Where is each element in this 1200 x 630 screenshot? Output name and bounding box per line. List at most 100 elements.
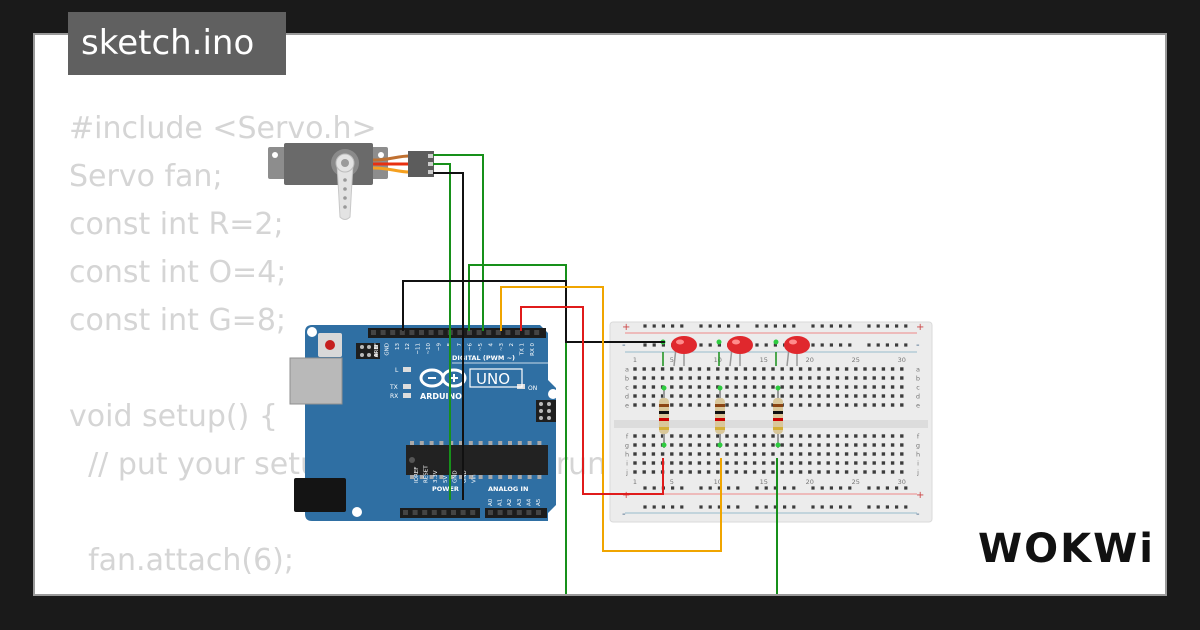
breadboard-hole[interactable]	[688, 385, 692, 389]
rail-hole[interactable]	[867, 505, 871, 509]
breadboard-hole[interactable]	[762, 434, 766, 438]
breadboard-hole[interactable]	[697, 394, 702, 398]
rail-hole[interactable]	[708, 505, 712, 509]
breadboard-hole[interactable]	[706, 461, 711, 465]
breadboard-hole[interactable]	[872, 443, 876, 447]
breadboard-hole[interactable]	[752, 470, 757, 474]
breadboard-hole[interactable]	[633, 470, 637, 474]
breadboard-hole[interactable]	[844, 376, 849, 380]
rail-hole[interactable]	[727, 505, 731, 509]
breadboard-hole[interactable]	[697, 452, 702, 456]
breadboard-hole[interactable]	[743, 367, 748, 371]
breadboard-hole[interactable]	[817, 403, 821, 407]
rail-hole[interactable]	[773, 343, 777, 347]
rail-hole[interactable]	[764, 324, 768, 328]
breadboard-hole[interactable]	[808, 394, 812, 398]
breadboard-hole[interactable]	[743, 443, 748, 447]
rail-hole[interactable]	[764, 505, 768, 509]
breadboard-hole[interactable]	[789, 394, 794, 398]
resistor[interactable]	[659, 385, 669, 449]
breadboard-hole[interactable]	[817, 452, 821, 456]
breadboard-hole[interactable]	[789, 434, 794, 438]
rail-hole[interactable]	[680, 505, 684, 509]
breadboard-hole[interactable]	[642, 367, 646, 371]
rail-hole[interactable]	[661, 505, 665, 509]
breadboard-hole[interactable]	[789, 461, 794, 465]
breadboard-hole[interactable]	[835, 443, 840, 447]
breadboard-hole[interactable]	[863, 461, 867, 465]
red-led[interactable]	[773, 336, 811, 367]
breadboard-hole[interactable]	[872, 452, 876, 456]
rail-hole[interactable]	[839, 486, 843, 490]
breadboard-hole[interactable]	[872, 461, 876, 465]
breadboard-hole[interactable]	[725, 434, 729, 438]
breadboard-hole[interactable]	[900, 394, 904, 398]
breadboard-hole[interactable]	[762, 461, 766, 465]
breadboard-hole[interactable]	[651, 461, 656, 465]
breadboard-hole[interactable]	[872, 367, 876, 371]
breadboard-hole[interactable]	[844, 385, 849, 389]
breadboard-hole[interactable]	[817, 394, 821, 398]
breadboard-hole[interactable]	[660, 376, 665, 380]
breadboard-hole[interactable]	[854, 461, 858, 465]
breadboard-hole[interactable]	[670, 452, 674, 456]
rail-hole[interactable]	[839, 343, 843, 347]
rail-hole[interactable]	[708, 343, 712, 347]
breadboard-hole[interactable]	[798, 443, 803, 447]
breadboard-hole[interactable]	[789, 367, 794, 371]
breadboard-hole[interactable]	[706, 403, 711, 407]
breadboard-hole[interactable]	[798, 403, 803, 407]
breadboard-hole[interactable]	[854, 367, 858, 371]
rail-hole[interactable]	[904, 343, 908, 347]
breadboard-hole[interactable]	[743, 403, 748, 407]
breadboard-hole[interactable]	[734, 376, 738, 380]
breadboard-hole[interactable]	[780, 394, 784, 398]
rail-hole[interactable]	[680, 486, 684, 490]
breadboard-hole[interactable]	[881, 385, 886, 389]
breadboard-hole[interactable]	[752, 385, 757, 389]
rail-hole[interactable]	[717, 324, 721, 328]
rail-hole[interactable]	[848, 486, 852, 490]
rail-hole[interactable]	[783, 505, 787, 509]
rail-hole[interactable]	[708, 324, 712, 328]
breadboard-hole[interactable]	[752, 394, 757, 398]
breadboard-hole[interactable]	[826, 434, 830, 438]
breadboard-hole[interactable]	[808, 452, 812, 456]
breadboard-hole[interactable]	[679, 385, 683, 389]
rail-hole[interactable]	[652, 486, 656, 490]
breadboard-hole[interactable]	[642, 376, 646, 380]
breadboard-hole[interactable]	[670, 376, 674, 380]
breadboard-hole[interactable]	[716, 367, 720, 371]
breadboard-hole[interactable]	[716, 394, 720, 398]
breadboard-hole[interactable]	[725, 385, 729, 389]
breadboard-hole[interactable]	[798, 452, 803, 456]
breadboard-hole[interactable]	[863, 452, 867, 456]
breadboard-hole[interactable]	[863, 367, 867, 371]
breadboard-hole[interactable]	[734, 452, 738, 456]
breadboard-hole[interactable]	[780, 452, 784, 456]
breadboard-hole[interactable]	[890, 452, 895, 456]
breadboard-hole[interactable]	[670, 385, 674, 389]
breadboard-hole[interactable]	[734, 443, 738, 447]
breadboard-hole[interactable]	[826, 403, 830, 407]
breadboard-hole[interactable]	[679, 394, 683, 398]
breadboard-hole[interactable]	[743, 394, 748, 398]
breadboard-hole[interactable]	[900, 443, 904, 447]
breadboard-hole[interactable]	[780, 367, 784, 371]
breadboard-hole[interactable]	[798, 470, 803, 474]
breadboard-hole[interactable]	[863, 394, 867, 398]
breadboard-hole[interactable]	[642, 434, 646, 438]
rail-hole[interactable]	[708, 486, 712, 490]
breadboard-hole[interactable]	[725, 470, 729, 474]
breadboard-hole[interactable]	[771, 434, 775, 438]
breadboard-hole[interactable]	[808, 443, 812, 447]
breadboard-hole[interactable]	[679, 376, 683, 380]
breadboard-hole[interactable]	[642, 394, 646, 398]
breadboard-hole[interactable]	[762, 452, 766, 456]
breadboard-hole[interactable]	[826, 470, 830, 474]
breadboard-hole[interactable]	[752, 367, 757, 371]
rail-hole[interactable]	[876, 486, 880, 490]
rail-hole[interactable]	[839, 324, 843, 328]
breadboard-hole[interactable]	[752, 376, 757, 380]
breadboard-hole[interactable]	[743, 452, 748, 456]
